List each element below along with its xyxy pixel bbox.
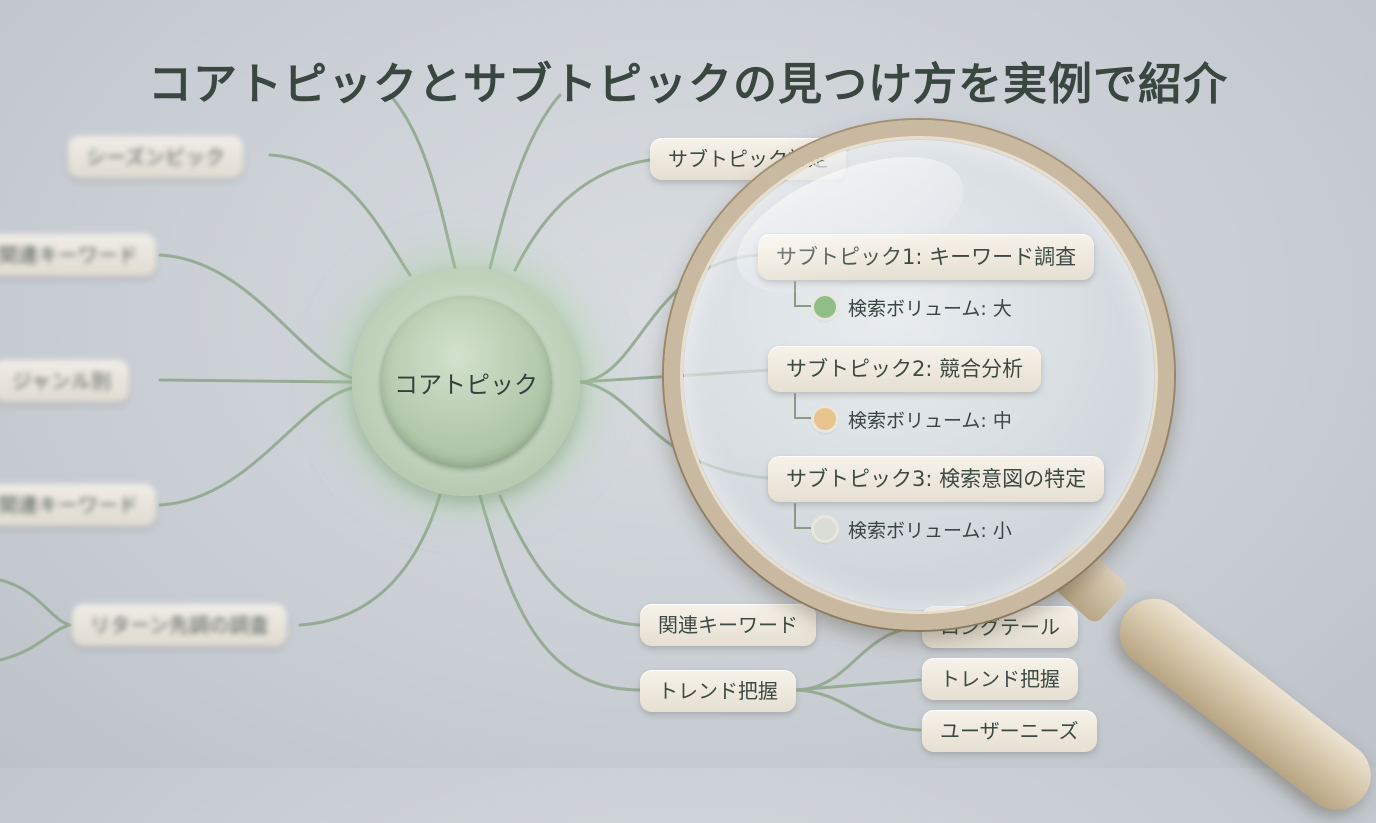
blurred-node: リターン先調の調査	[72, 604, 287, 646]
blurred-node: 関連キーワード	[0, 234, 156, 276]
trend-node: トレンド把握	[640, 670, 796, 712]
core-topic-node: コアトピック	[380, 296, 552, 468]
core-topic-label: コアトピック	[394, 370, 538, 399]
trend-child-node: トレンド把握	[922, 658, 1078, 700]
related-keywords-node: 関連キーワード	[640, 604, 816, 646]
user-needs-node: ユーザーニーズ	[922, 710, 1097, 752]
blurred-node: シーズンピック	[68, 136, 243, 178]
magnifier-ring	[664, 120, 1174, 630]
mindmap-diagram: コアトピックとサブトピックの見つけ方を実例で紹介 シーズンピック 関連キーワード…	[0, 59, 1376, 823]
blurred-node: ジャンル別	[0, 360, 129, 402]
blurred-node: 関連キーワード	[0, 484, 156, 526]
page-title: コアトピックとサブトピックの見つけ方を実例で紹介	[148, 59, 1228, 110]
